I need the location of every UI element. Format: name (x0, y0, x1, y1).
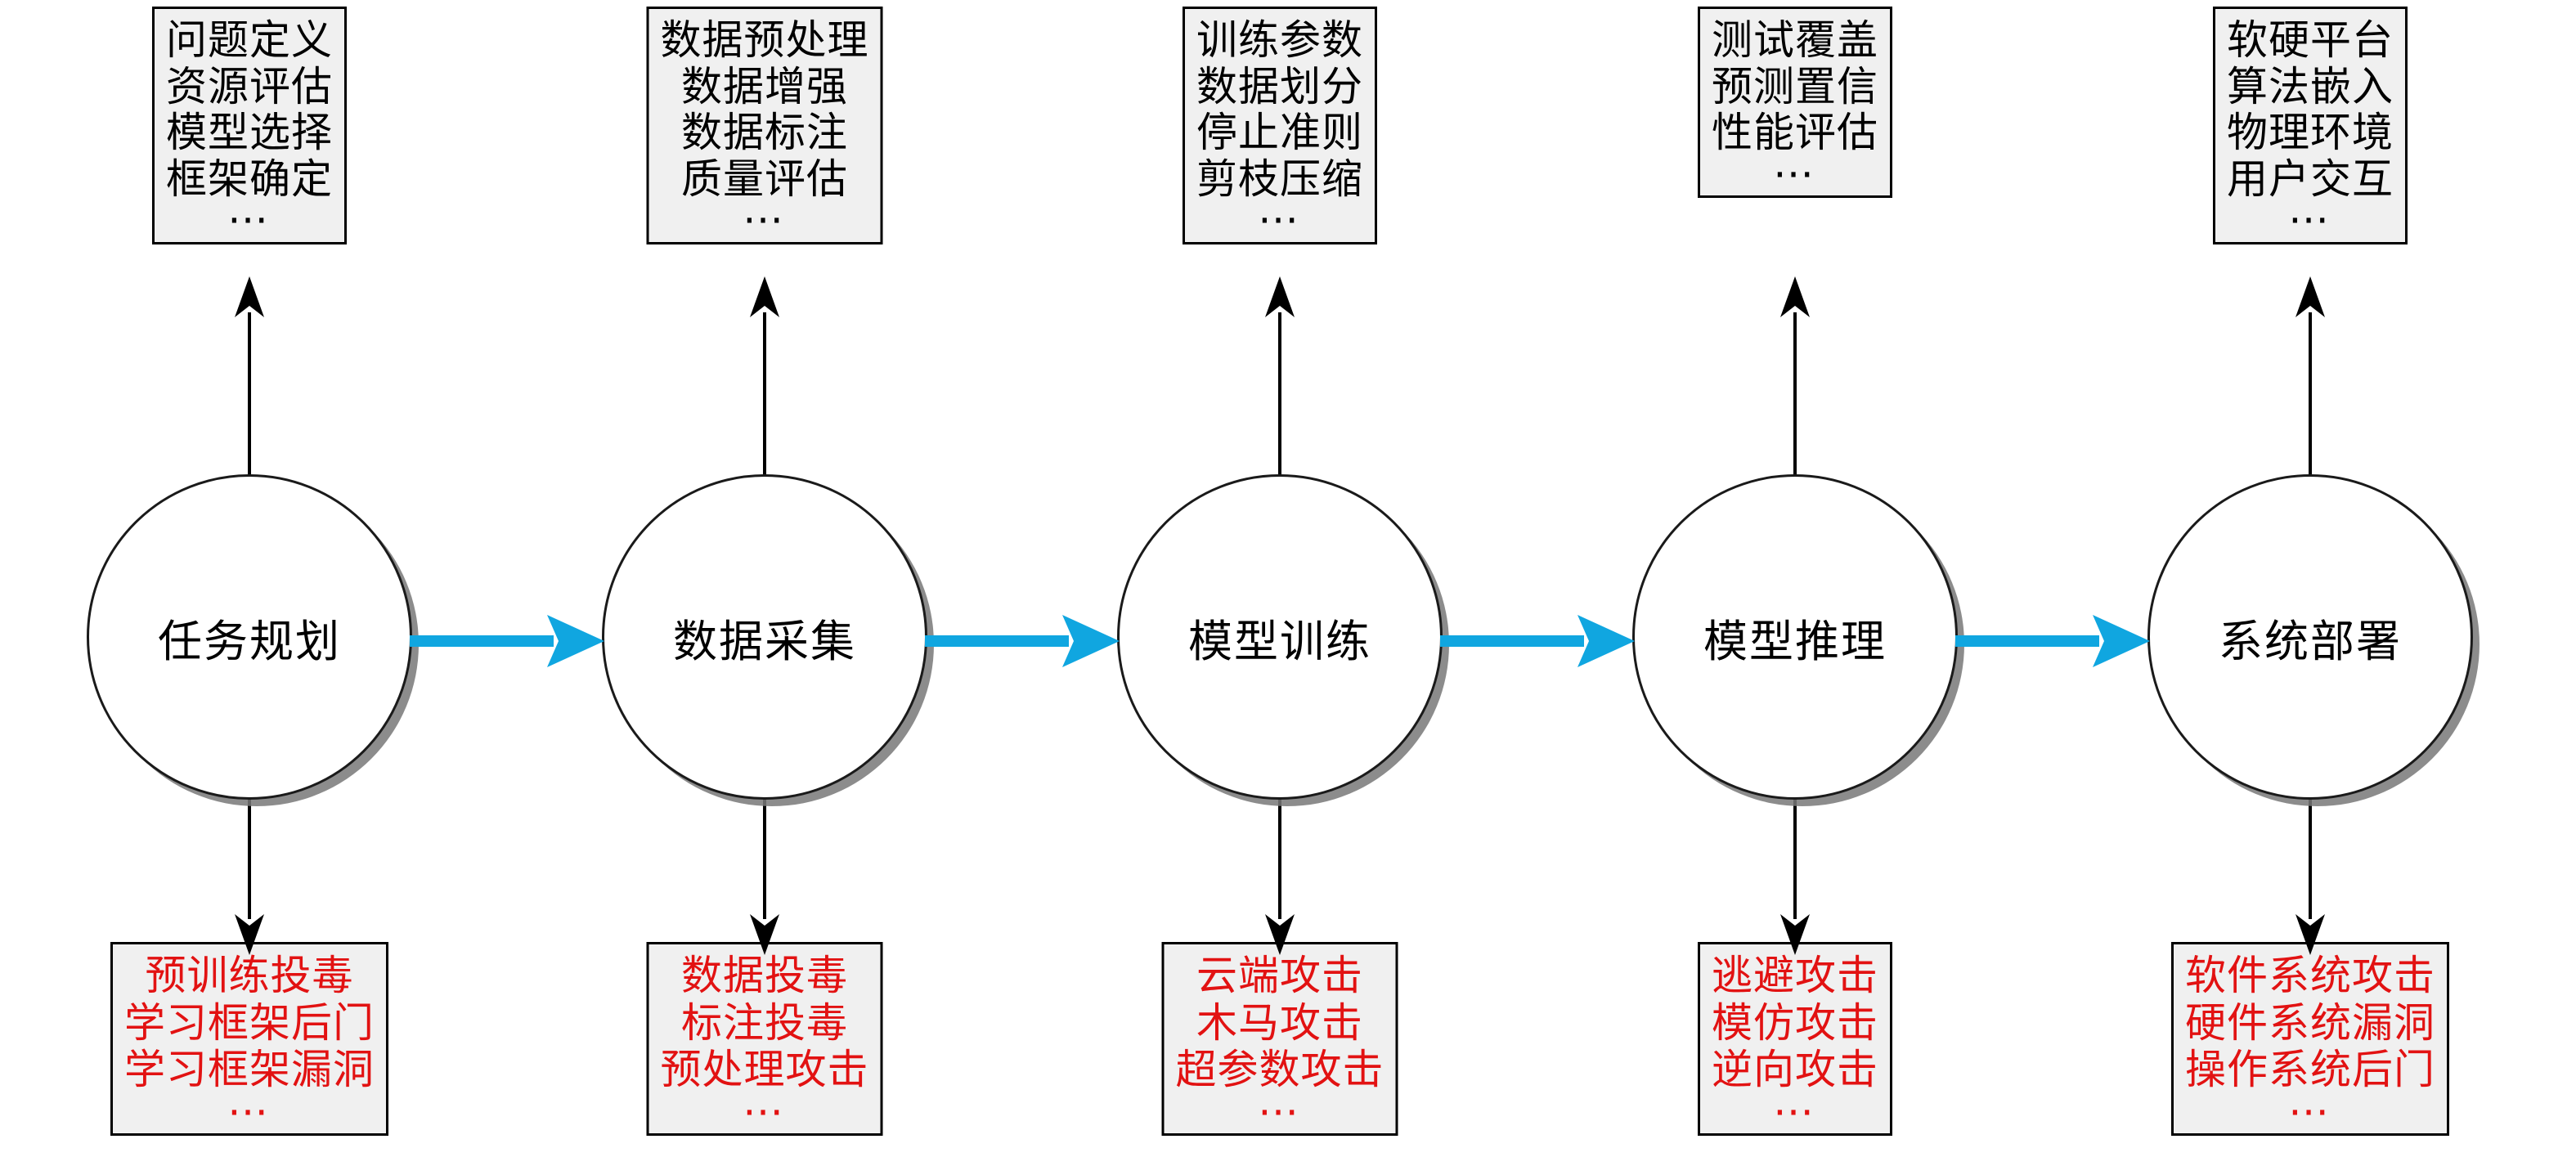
flow-arrow-3 (1440, 608, 1636, 674)
box-text-line: 云端攻击 (1196, 952, 1363, 999)
threat-ellipsis: ⋯ (743, 1087, 787, 1135)
task-box-system-deployment: 软硬平台算法嵌入物理环境用户交互⋯ (2213, 7, 2408, 244)
box-text-line: 标注投毒 (681, 998, 848, 1047)
box-text-line: 质量评估 (681, 155, 848, 203)
box-text-line: 硬件系统漏洞 (2185, 998, 2435, 1047)
box-text-line: 算法嵌入 (2227, 62, 2394, 110)
stage-column-system-deployment: 软硬平台算法嵌入物理环境用户交互⋯系统部署软件系统攻击硬件系统漏洞操作系统后门⋯ (2057, 0, 2564, 1175)
box-text-line: 预测置信 (1712, 62, 1878, 110)
stage-column-data-collection: 数据预处理数据增强数据标注质量评估⋯数据采集数据投毒标注投毒预处理攻击⋯ (511, 0, 1018, 1175)
box-text-line: 软硬平台 (2227, 16, 2394, 64)
task-box-data-collection: 数据预处理数据增强数据标注质量评估⋯ (646, 7, 883, 244)
box-text-line: 逆向攻击 (1712, 1046, 1878, 1093)
box-text-line: 数据划分 (1196, 62, 1363, 110)
connector-up-arrow-model-training (1255, 275, 1304, 489)
box-text-line: 资源评估 (166, 62, 333, 110)
box-text-line: 测试覆盖 (1712, 16, 1878, 64)
connector-down-arrow-model-training (1255, 785, 1304, 957)
threat-box-model-training: 云端攻击木马攻击超参数攻击⋯ (1161, 942, 1398, 1136)
task-box-task-planning: 问题定义资源评估模型选择框架确定⋯ (152, 7, 347, 244)
stage-label: 数据采集 (673, 615, 856, 667)
connector-down-arrow-task-planning (225, 785, 274, 957)
box-text-line: 逃避攻击 (1712, 952, 1878, 999)
threat-ellipsis: ⋯ (2288, 1087, 2332, 1135)
stage-column-task-planning: 问题定义资源评估模型选择框架确定⋯任务规划预训练投毒学习框架后门学习框架漏洞⋯ (0, 0, 503, 1175)
task-ellipsis: ⋯ (2288, 195, 2332, 243)
box-text-line: 性能评估 (1712, 109, 1878, 156)
box-text-line: 超参数攻击 (1175, 1046, 1384, 1093)
box-text-line: 木马攻击 (1196, 998, 1363, 1047)
connector-up-arrow-model-inference (1770, 275, 1820, 489)
task-box-model-inference: 测试覆盖预测置信性能评估⋯ (1698, 7, 1892, 198)
task-ellipsis: ⋯ (227, 195, 272, 243)
box-text-line: 预训练投毒 (145, 952, 354, 999)
connector-up-arrow-task-planning (225, 275, 274, 489)
threat-box-data-collection: 数据投毒标注投毒预处理攻击⋯ (646, 942, 883, 1136)
box-text-line: 问题定义 (166, 16, 333, 64)
box-text-line: 预处理攻击 (660, 1046, 869, 1093)
flow-arrow-2 (925, 608, 1121, 674)
task-ellipsis: ⋯ (1773, 149, 1817, 197)
stage-label: 系统部署 (2219, 615, 2402, 667)
flow-arrow-1 (410, 608, 606, 674)
stage-circle-model-inference[interactable]: 模型推理 (1632, 474, 1958, 800)
stage-circle-system-deployment[interactable]: 系统部署 (2147, 474, 2473, 800)
stage-column-model-training: 训练参数数据划分停止准则剪枝压缩⋯模型训练云端攻击木马攻击超参数攻击⋯ (1026, 0, 1533, 1175)
box-text-line: 软件系统攻击 (2185, 952, 2435, 999)
box-text-line: 数据预处理 (660, 16, 869, 64)
threat-box-task-planning: 预训练投毒学习框架后门学习框架漏洞⋯ (110, 942, 388, 1136)
box-text-line: 停止准则 (1196, 109, 1363, 156)
stage-label: 模型训练 (1188, 615, 1371, 667)
connector-up-arrow-data-collection (740, 275, 789, 489)
box-text-line: 学习框架漏洞 (124, 1046, 375, 1093)
task-ellipsis: ⋯ (1258, 195, 1302, 243)
flow-arrow-4 (1955, 608, 2152, 674)
box-text-line: 训练参数 (1196, 16, 1363, 64)
box-text-line: 用户交互 (2227, 155, 2394, 203)
threat-box-model-inference: 逃避攻击模仿攻击逆向攻击⋯ (1698, 942, 1892, 1136)
stage-circle-task-planning[interactable]: 任务规划 (87, 474, 412, 800)
threat-ellipsis: ⋯ (1258, 1087, 1302, 1135)
box-text-line: 框架确定 (166, 155, 333, 203)
task-ellipsis: ⋯ (743, 195, 787, 243)
connector-up-arrow-system-deployment (2286, 275, 2335, 489)
threat-ellipsis: ⋯ (227, 1087, 272, 1135)
box-text-line: 物理环境 (2227, 109, 2394, 156)
box-text-line: 数据增强 (681, 62, 848, 110)
stage-label: 任务规划 (158, 615, 341, 667)
box-text-line: 模仿攻击 (1712, 998, 1878, 1047)
stage-label: 模型推理 (1703, 615, 1887, 667)
box-text-line: 模型选择 (166, 109, 333, 156)
box-text-line: 数据投毒 (681, 952, 848, 999)
stage-column-model-inference: 测试覆盖预测置信性能评估⋯模型推理逃避攻击模仿攻击逆向攻击⋯ (1542, 0, 2049, 1175)
box-text-line: 学习框架后门 (124, 998, 375, 1047)
connector-down-arrow-system-deployment (2286, 785, 2335, 957)
connector-down-arrow-model-inference (1770, 785, 1820, 957)
stage-circle-data-collection[interactable]: 数据采集 (602, 474, 927, 800)
box-text-line: 剪枝压缩 (1196, 155, 1363, 203)
connector-down-arrow-data-collection (740, 785, 789, 957)
stage-circle-model-training[interactable]: 模型训练 (1117, 474, 1443, 800)
threat-ellipsis: ⋯ (1773, 1087, 1817, 1135)
task-box-model-training: 训练参数数据划分停止准则剪枝压缩⋯ (1183, 7, 1377, 244)
box-text-line: 数据标注 (681, 109, 848, 156)
threat-box-system-deployment: 软件系统攻击硬件系统漏洞操作系统后门⋯ (2171, 942, 2449, 1136)
box-text-line: 操作系统后门 (2185, 1046, 2435, 1093)
